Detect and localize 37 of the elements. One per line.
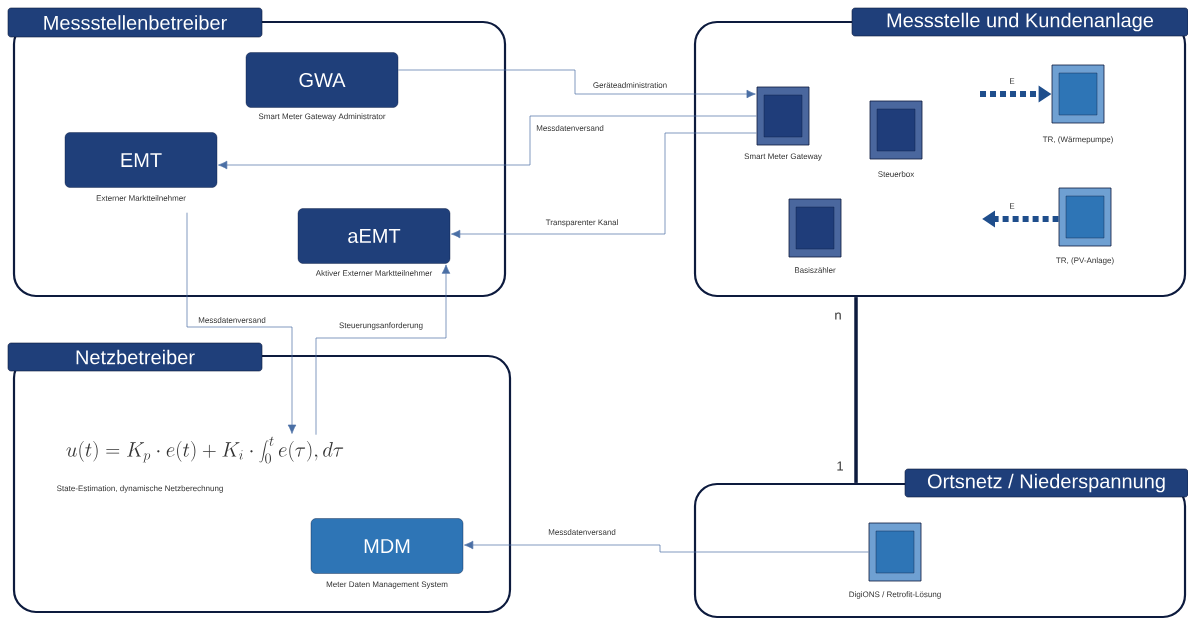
- label-plaque: EMT: [64, 132, 218, 188]
- node-label: State-Estimation, dynamische Netzberechnung: [57, 485, 223, 493]
- node-label: Smart Meter Gateway: [744, 153, 822, 161]
- label-plaque: aEMT: [297, 208, 451, 264]
- edge-label: Transparenter Kanal: [544, 218, 620, 228]
- arrow: [397, 69, 756, 99]
- arrow: [464, 540, 869, 553]
- edge-label: Messdatenversand: [547, 528, 617, 536]
- edge-label: E: [1008, 202, 1016, 210]
- label-plaque: GWA: [245, 52, 399, 108]
- node-label: TR, (Wärmepumpe): [1042, 136, 1113, 144]
- arrow: [186, 212, 297, 434]
- heading-banner: Ortsnetz / Niederspannung: [904, 468, 1188, 498]
- heading-banner: Messstellenbetreiber: [7, 7, 263, 38]
- arrow: [218, 115, 757, 170]
- node-label: Basiszähler: [795, 267, 836, 273]
- node-label: TR, (PV-Anlage): [1056, 257, 1114, 265]
- cardinality-label: 1: [837, 461, 843, 471]
- node-label: Meter Daten Management System: [326, 581, 448, 589]
- edge-label: Steuerungsanforderung: [338, 321, 425, 331]
- node-label: DigiONS / Retrofit-Lösung: [849, 591, 941, 599]
- arrow: [315, 264, 451, 436]
- node-label: Smart Meter Gateway Administrator: [258, 113, 386, 121]
- cardinality-label: n: [835, 312, 841, 320]
- arrow: [451, 132, 757, 239]
- node-label: Steuerbox: [878, 171, 915, 177]
- node-label: Aktiver Externer Marktteilnehmer: [315, 270, 433, 276]
- heading-banner: Messstelle und Kundenanlage: [851, 7, 1188, 37]
- edge-label: E: [1008, 77, 1016, 85]
- node-label: Externer Marktteilnehmer: [96, 195, 186, 201]
- edge-label: Messdatenversand: [535, 124, 605, 132]
- edge-label: Messdatenversand: [197, 316, 267, 324]
- connector-line: [854, 297, 858, 483]
- formula: $u(t) = K_p \cdot e(t) + K_i \cdot \int_0^t e(\tau), d\tau$: [66, 436, 344, 464]
- edge-label: Geräteadministration: [591, 81, 669, 89]
- label-plaque: MDM: [310, 518, 464, 574]
- heading-banner: Netzbetreiber: [7, 342, 263, 372]
